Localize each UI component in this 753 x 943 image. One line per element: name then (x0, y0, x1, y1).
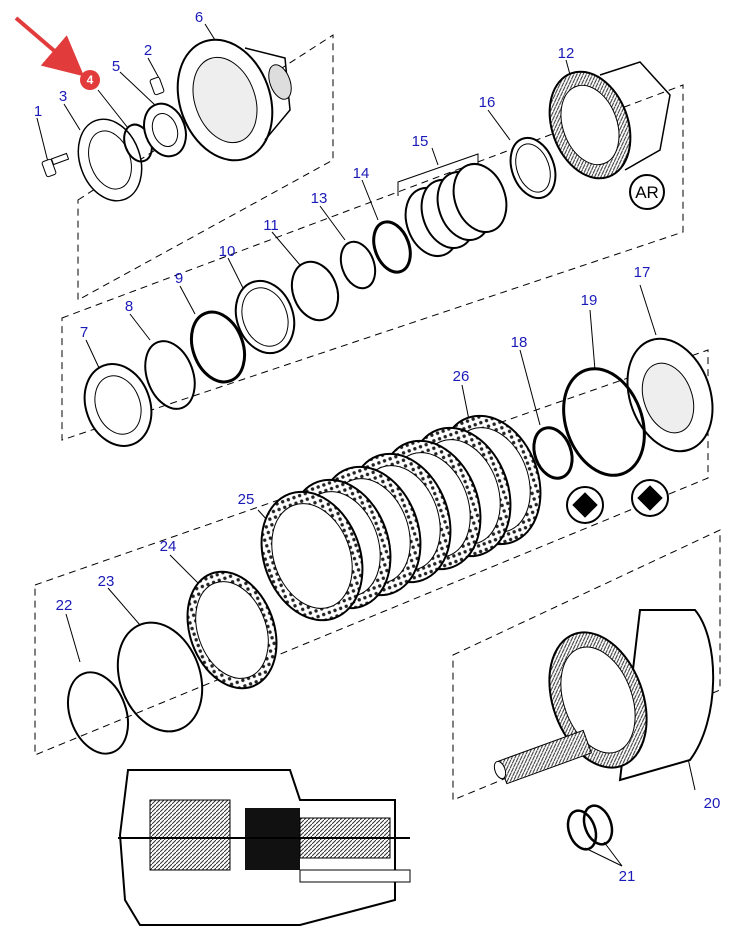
part-15-spring-stack (397, 147, 508, 257)
callout-7: 7 (80, 324, 88, 341)
part-3-plate (63, 103, 143, 202)
part-5-bearing (119, 71, 187, 158)
callout-1: 1 (34, 103, 42, 120)
part-18-o-ring (519, 349, 604, 524)
part-20-drum-shaft (493, 609, 715, 791)
svg-text:AR: AR (635, 183, 659, 202)
callout-9: 9 (175, 270, 183, 287)
callout-20: 20 (704, 795, 721, 812)
callout-21: 21 (619, 868, 636, 885)
callout-6: 6 (195, 9, 203, 26)
highlight-badge (80, 70, 100, 90)
group-boundaries (34, 34, 721, 801)
part-24-plate (169, 554, 278, 690)
callout-11: 11 (263, 217, 279, 234)
callout-12: 12 (558, 45, 575, 62)
part-21-rings (566, 804, 623, 867)
callout-26: 26 (453, 368, 470, 385)
part-8-snap-ring (129, 313, 196, 410)
part-12-drum: AR (548, 59, 671, 210)
callout-15: 15 (412, 133, 429, 150)
seal-symbol-18 (566, 486, 604, 524)
callout-2: 2 (144, 42, 152, 59)
part-11-ring (271, 231, 340, 322)
part-26-25-clutch-pack (257, 384, 542, 622)
part-6-housing (176, 23, 292, 162)
part-7-seal (83, 339, 153, 447)
part-9-o-ring (179, 285, 247, 384)
ar-marker (629, 174, 665, 210)
part-10-washer (227, 257, 296, 355)
seal-symbol-19 (631, 479, 669, 517)
part-14-o-ring (361, 179, 412, 274)
part-17-piston (626, 284, 714, 453)
callout-labels: 1 2 3 5 6 7 8 9 10 11 12 13 14 15 16 17 … (34, 9, 721, 885)
callout-5: 5 (112, 58, 120, 75)
callout-17: 17 (634, 264, 651, 281)
callout-8: 8 (125, 298, 133, 315)
callout-19: 19 (581, 292, 598, 309)
part-2-bolt (147, 57, 165, 96)
highlight-arrow: 4 (14, 16, 100, 90)
callout-13: 13 (311, 190, 328, 207)
callout-14: 14 (353, 165, 370, 182)
callout-25: 25 (238, 491, 255, 508)
callout-4: 4 (87, 73, 94, 87)
callout-18: 18 (511, 334, 528, 351)
transmission-overview (118, 769, 411, 926)
callout-22: 22 (56, 597, 73, 614)
part-22-ring (65, 613, 129, 755)
part-16-ring (487, 109, 557, 200)
part-23-snap-ring (107, 587, 204, 733)
callout-16: 16 (479, 94, 496, 111)
part-1-bolt (36, 117, 70, 178)
callout-23: 23 (98, 573, 115, 590)
callout-3: 3 (59, 88, 67, 105)
part-19-o-ring (562, 309, 669, 517)
callout-10: 10 (219, 243, 236, 260)
part-13-snap-ring (319, 205, 377, 290)
callout-24: 24 (160, 538, 177, 555)
